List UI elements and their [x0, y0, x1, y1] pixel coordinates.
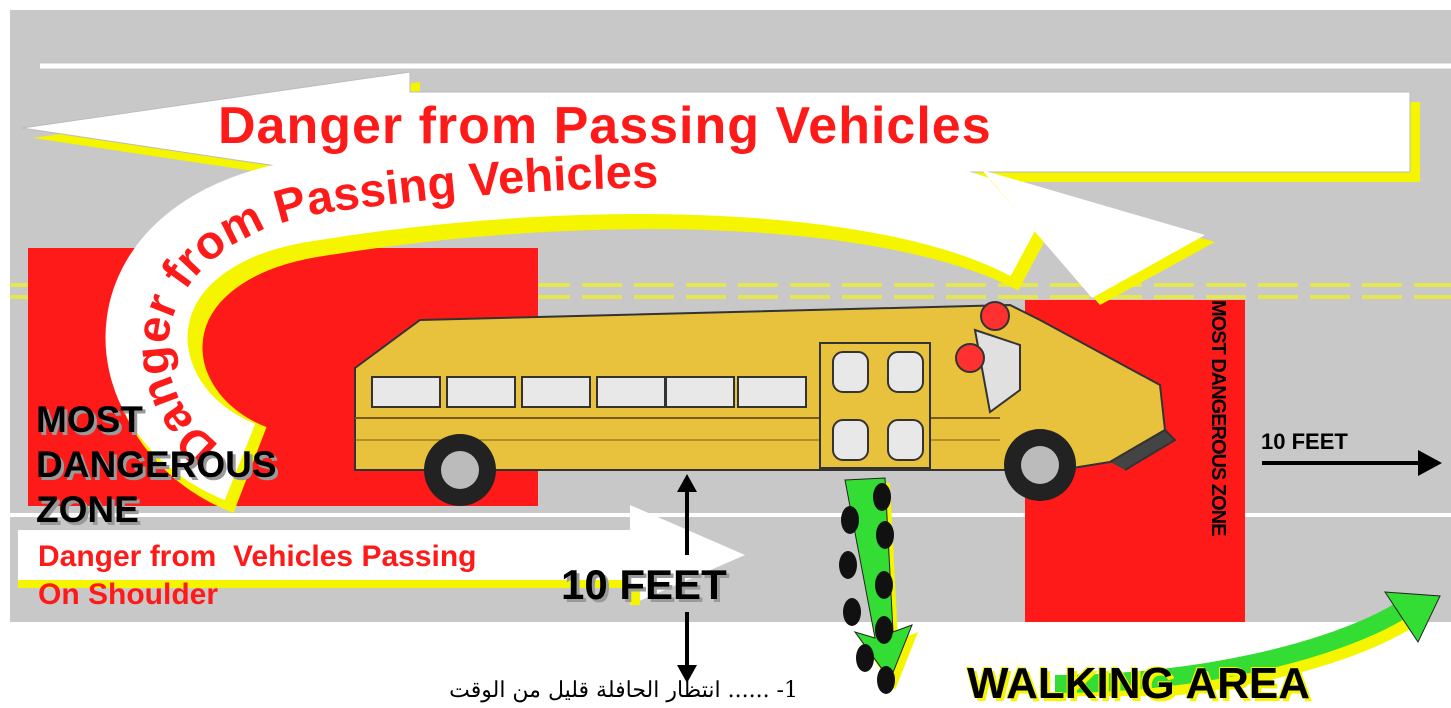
walking-area-label: WALKING AREA [967, 662, 1310, 706]
bus-windows [372, 377, 806, 407]
shoulder-arrow-label: Danger from Vehicles Passing On Shoulder [38, 538, 477, 613]
side-distance-label: 10 FEET [561, 564, 727, 606]
footnote-text: 1- ...... انتظار الحافلة قليل من الوقت [0, 680, 798, 702]
shoulder-line-1: Danger from Vehicles Passing [38, 538, 477, 576]
left-zone-line-1: MOST [36, 397, 277, 442]
left-zone-line-3: ZONE [36, 487, 277, 532]
shoulder-line-2: On Shoulder [38, 576, 477, 614]
left-zone-line-2: DANGEROUS [36, 442, 277, 487]
right-zone-label: MOST DANGEROUS ZONE [1208, 300, 1228, 535]
front-distance-label: 10 FEET [1261, 431, 1348, 453]
top-arrow-label: Danger from Passing Vehicles [218, 100, 992, 152]
left-zone-label: MOST DANGEROUS ZONE [36, 397, 277, 532]
